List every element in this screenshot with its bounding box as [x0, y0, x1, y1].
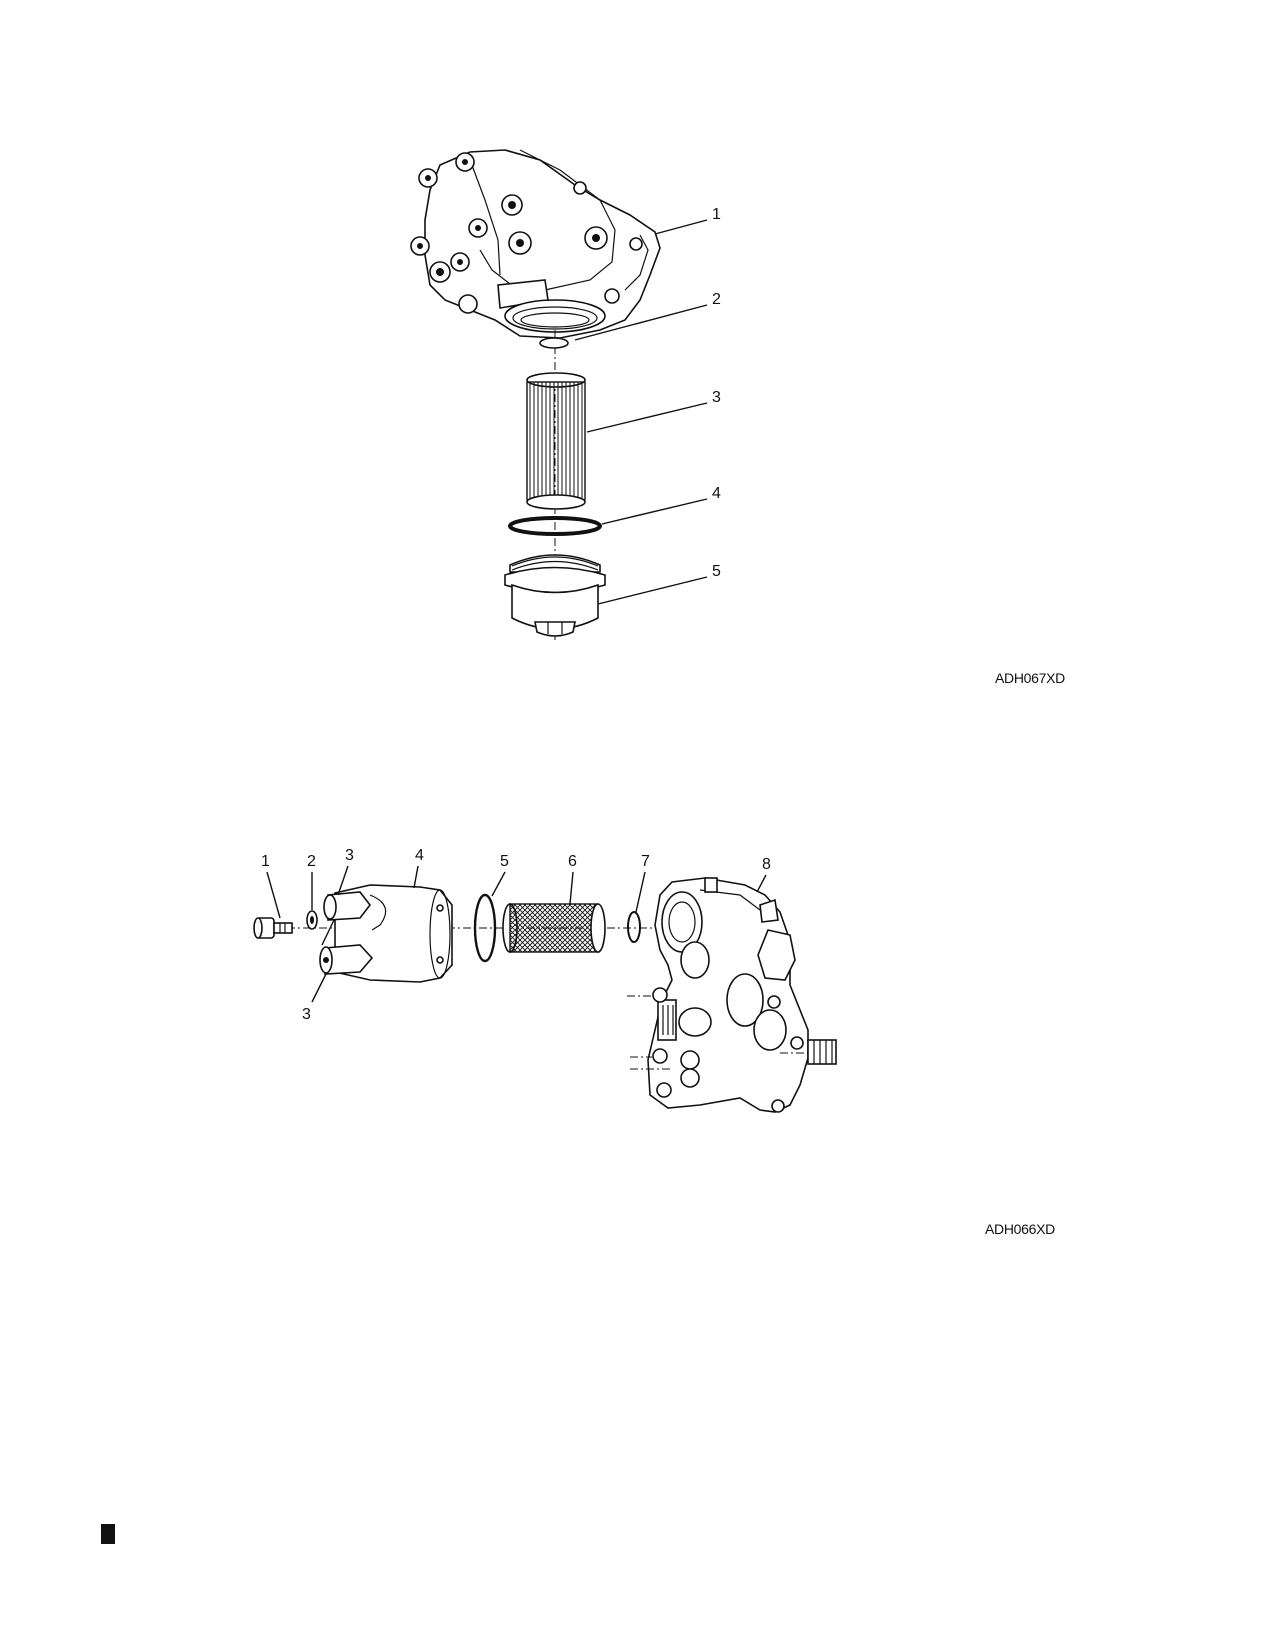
pump-body	[627, 877, 837, 1113]
figure-code-bottom: ADH066XD	[985, 1221, 1055, 1237]
page-edge-marker	[101, 1524, 115, 1544]
callout-label: 3	[345, 847, 354, 864]
callout-label: 3	[302, 1006, 311, 1023]
callout-label: 6	[568, 853, 577, 870]
small-o-ring	[539, 337, 569, 349]
large-o-ring	[508, 516, 602, 536]
figure-top-filter-assembly: 1 2 3 4 5	[410, 149, 721, 640]
small-o-ring	[627, 911, 641, 943]
callout-leaders-bottom	[266, 865, 767, 1003]
callout-label: 7	[641, 853, 650, 870]
callout-label: 4	[712, 485, 721, 502]
filter-element	[526, 372, 586, 510]
callout-label: 1	[712, 206, 721, 223]
mesh-filter-element	[502, 903, 606, 953]
callout-label: 5	[712, 563, 721, 580]
callout-label: 1	[261, 853, 270, 870]
filter-head-housing	[410, 149, 661, 339]
callout-label: 3	[712, 389, 721, 406]
callout-label: 5	[500, 853, 509, 870]
callout-label: 4	[415, 847, 424, 864]
callout-label: 8	[762, 856, 771, 873]
callout-leaders-top	[574, 219, 708, 605]
figure-code-top: ADH067XD	[995, 670, 1065, 686]
filter-bowl-cap	[504, 554, 606, 637]
callout-label: 2	[307, 853, 316, 870]
filter-housing	[319, 884, 453, 983]
housing-o-ring	[473, 893, 497, 963]
cap-screw	[253, 917, 293, 939]
callout-label: 2	[712, 291, 721, 308]
figure-bottom-filter-assembly: 1 2 3 4 5 6 7 8 3	[253, 847, 837, 1113]
